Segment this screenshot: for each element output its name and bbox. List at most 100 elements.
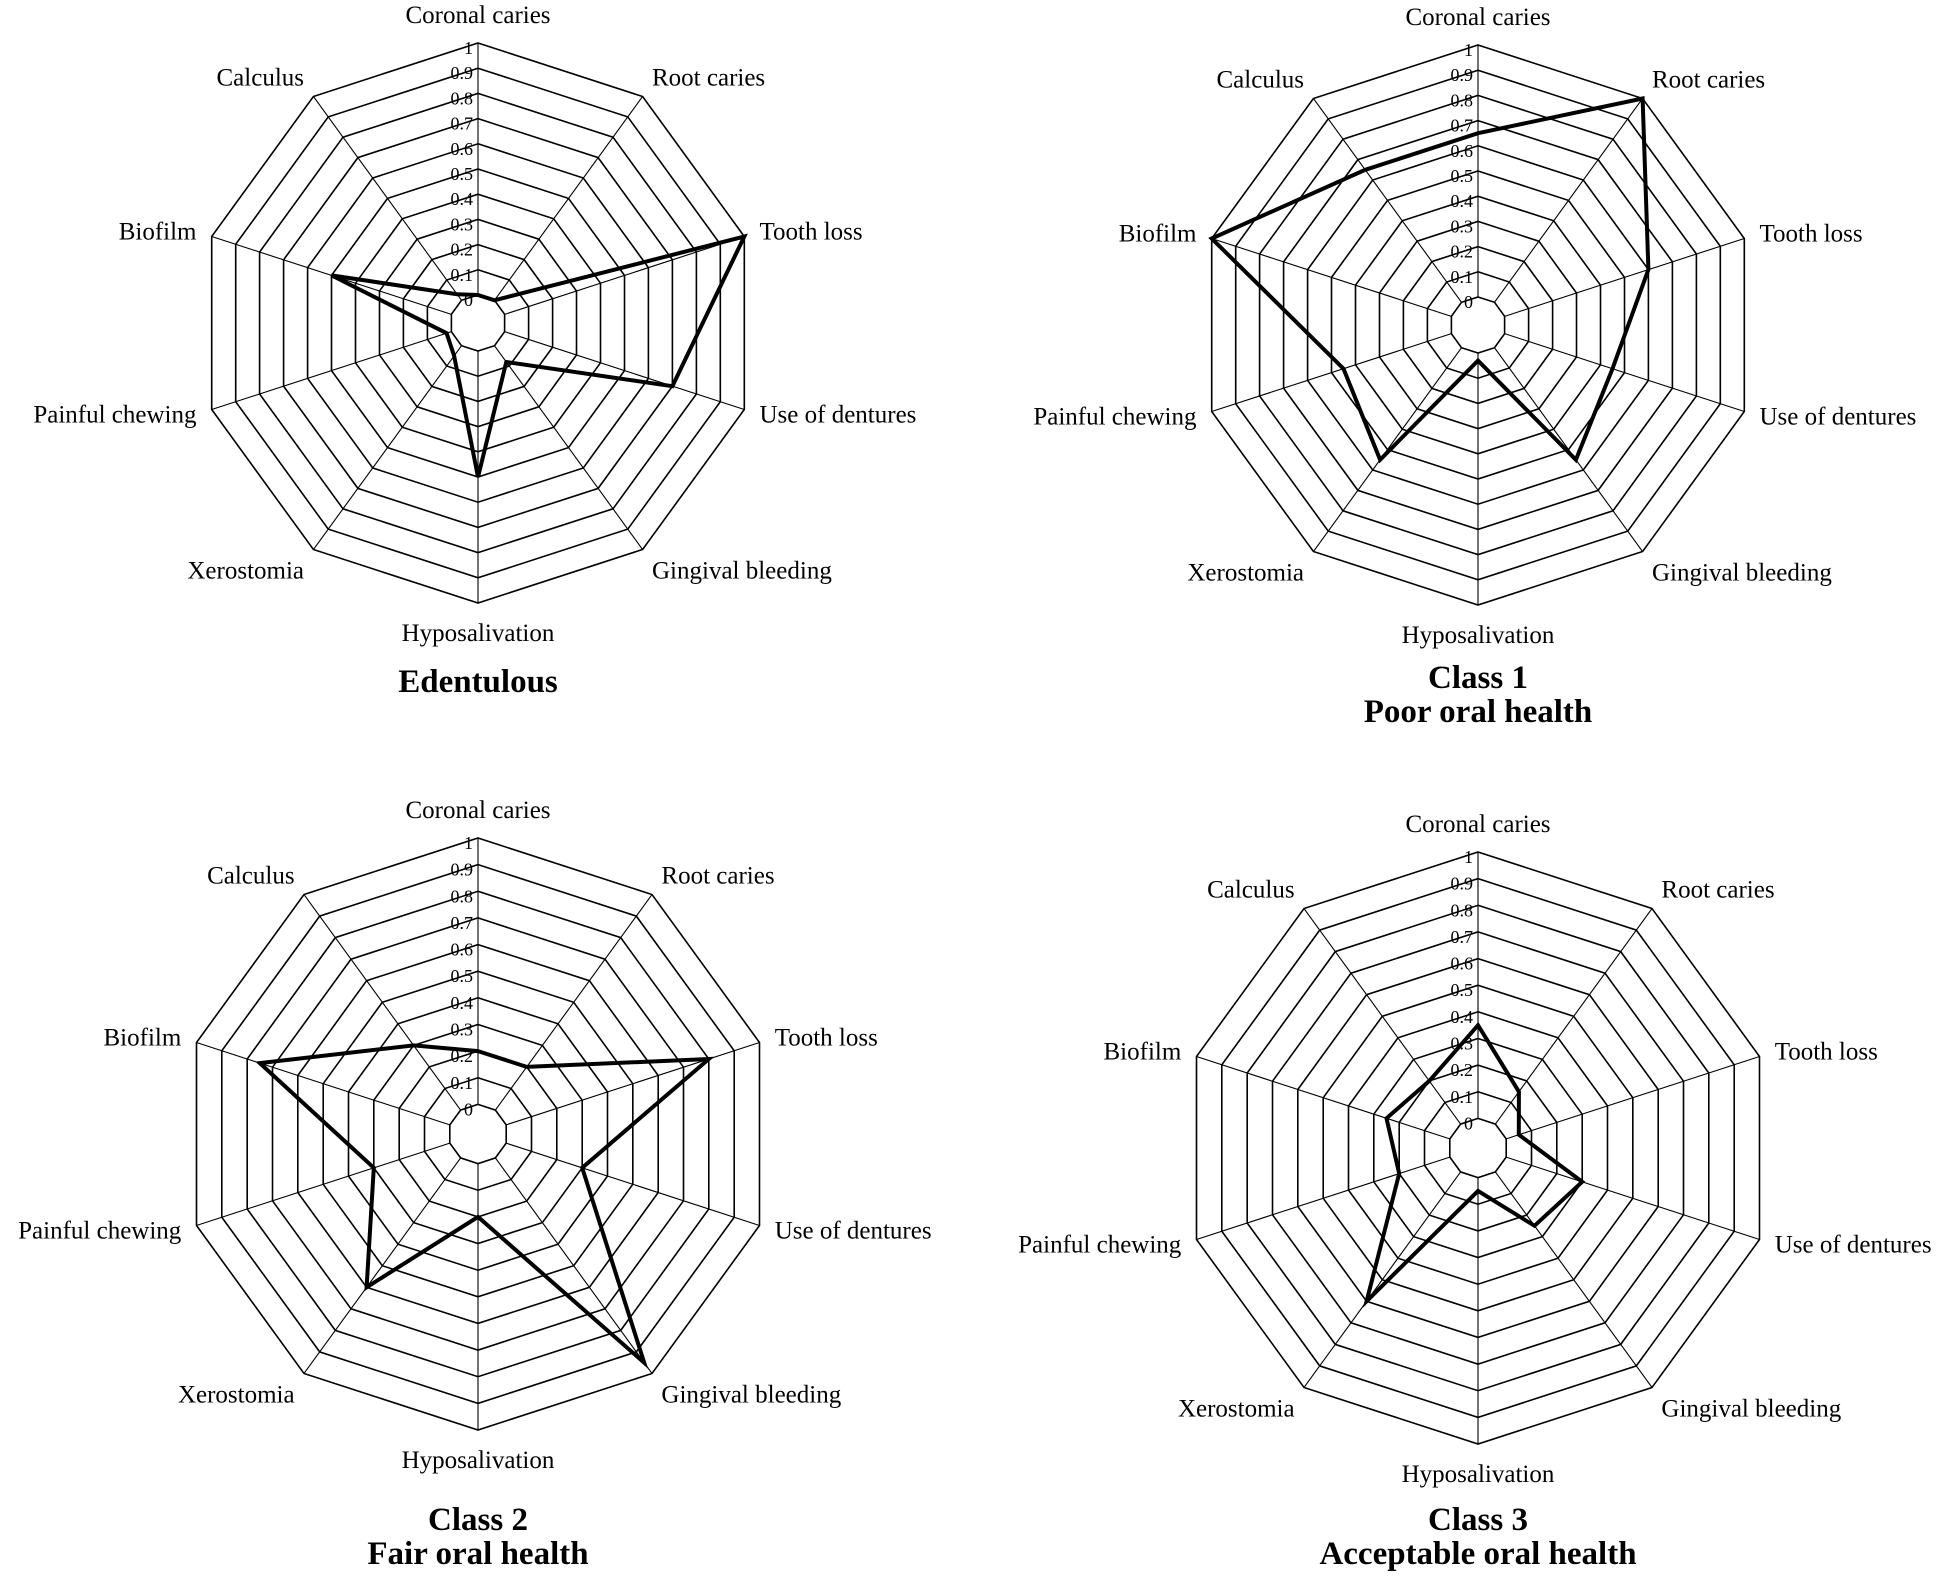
- axis-label: Xerostomia: [187, 558, 304, 585]
- axis-spoke: [1494, 1171, 1653, 1388]
- series-line: [1208, 96, 1651, 464]
- tick-label: 0.9: [451, 63, 474, 83]
- tick-label: 0: [1464, 292, 1473, 312]
- axis-label: Root caries: [661, 863, 774, 890]
- axis-spoke: [1211, 333, 1452, 413]
- axis-label: Hyposalivation: [1402, 1461, 1555, 1488]
- grid-ring: [448, 1103, 508, 1165]
- axis-label: Calculus: [217, 65, 305, 92]
- axis-spoke: [1196, 1156, 1451, 1240]
- axis-label: Use of dentures: [760, 402, 917, 429]
- tick-label: 0.7: [451, 913, 474, 933]
- axis-spoke: [504, 331, 745, 411]
- axis-label: Xerostomia: [178, 1381, 295, 1408]
- axis-label: Xerostomia: [1187, 560, 1304, 587]
- axis-label: Calculus: [1207, 877, 1295, 904]
- axis-label: Gingival bleeding: [1661, 1395, 1841, 1422]
- tick-label: 1: [1464, 40, 1473, 60]
- tick-label: 1: [464, 833, 473, 853]
- tick-label: 0.6: [1451, 141, 1474, 161]
- axis-label: Hyposalivation: [402, 1447, 555, 1474]
- tick-label: 0.7: [451, 114, 474, 134]
- axis-label: Tooth loss: [1775, 1039, 1878, 1066]
- series-line: [255, 1043, 715, 1369]
- axis-spoke: [505, 1142, 760, 1226]
- axis-label: Calculus: [1217, 67, 1305, 94]
- axis-label: Painful chewing: [33, 402, 197, 429]
- tick-label: 0.3: [451, 1019, 474, 1039]
- tick-label: 0.7: [1451, 927, 1474, 947]
- series-line: [1362, 1021, 1586, 1308]
- axis-spoke: [1504, 333, 1745, 413]
- axis-spoke: [494, 345, 644, 550]
- grid-ring: [1450, 296, 1506, 354]
- axis-spoke: [1494, 98, 1644, 303]
- tick-label: 0.7: [1451, 116, 1474, 136]
- tick-label: 0.1: [451, 1073, 474, 1093]
- axis-spoke: [1494, 908, 1653, 1125]
- tick-label: 0.4: [1451, 191, 1474, 211]
- tick-label: 0.1: [451, 265, 474, 285]
- tick-label: 0: [1464, 1113, 1473, 1133]
- axis-spoke: [1505, 1056, 1760, 1140]
- tick-label: 0.9: [1451, 65, 1474, 85]
- axis-spoke: [1505, 1156, 1760, 1240]
- axis-spoke: [196, 1142, 451, 1226]
- tick-label: 0.3: [1451, 216, 1474, 236]
- grid-ring: [1449, 1117, 1507, 1179]
- axis-spoke: [196, 1042, 451, 1126]
- tick-label: 1: [464, 38, 473, 58]
- axis-spoke: [303, 894, 462, 1111]
- axis-label: Root caries: [1652, 67, 1765, 94]
- tick-label: 0.8: [451, 88, 474, 108]
- axis-label: Use of dentures: [1775, 1231, 1932, 1258]
- axis-label: Biofilm: [1104, 1039, 1182, 1066]
- axis-label: Biofilm: [119, 219, 197, 246]
- tick-label: 0.5: [451, 966, 474, 986]
- tick-label: 0.6: [451, 940, 474, 960]
- axis-label: Coronal caries: [1405, 4, 1550, 31]
- axis-spoke: [211, 331, 452, 411]
- axis-spoke: [1196, 1056, 1451, 1140]
- chart-title: Edentulous: [398, 664, 558, 700]
- axis-label: Painful chewing: [1018, 1231, 1182, 1258]
- axis-label: Coronal caries: [1405, 811, 1550, 838]
- axis-spoke: [312, 96, 462, 301]
- axis-spoke: [1312, 98, 1462, 303]
- tick-label: 0: [464, 290, 473, 310]
- tick-label: 0.5: [1451, 980, 1474, 1000]
- tick-label: 0.5: [451, 164, 474, 184]
- axis-spoke: [1211, 237, 1452, 317]
- axis-label: Gingival bleeding: [661, 1381, 841, 1408]
- axis-spoke: [1303, 1171, 1462, 1388]
- axis-spoke: [312, 345, 462, 550]
- axis-label: Calculus: [207, 863, 295, 890]
- axis-label: Painful chewing: [1033, 404, 1197, 431]
- axis-label: Gingival bleeding: [1652, 560, 1832, 587]
- chart-title: Acceptable oral health: [1319, 1536, 1636, 1572]
- axis-label: Gingival bleeding: [652, 558, 832, 585]
- tick-label: 1: [1464, 847, 1473, 867]
- tick-label: 0.9: [451, 860, 474, 880]
- tick-label: 0.2: [451, 240, 474, 260]
- chart-title: Class 1: [1428, 660, 1528, 696]
- tick-label: 0.8: [451, 886, 474, 906]
- axis-label: Tooth loss: [760, 219, 863, 246]
- chart-title: Class 2: [428, 1502, 528, 1538]
- axis-label: Hyposalivation: [1402, 622, 1555, 649]
- tick-label: 0.3: [451, 214, 474, 234]
- chart-title: Fair oral health: [367, 1536, 588, 1572]
- tick-label: 0.2: [1451, 1060, 1474, 1080]
- chart-title: Class 3: [1428, 1502, 1528, 1538]
- tick-label: 0.8: [1451, 900, 1474, 920]
- axis-spoke: [494, 96, 644, 301]
- axis-label: Biofilm: [104, 1025, 182, 1052]
- axis-label: Xerostomia: [1178, 1395, 1295, 1422]
- axis-label: Use of dentures: [1760, 404, 1917, 431]
- axis-label: Coronal caries: [405, 2, 550, 29]
- axis-label: Hyposalivation: [402, 620, 555, 647]
